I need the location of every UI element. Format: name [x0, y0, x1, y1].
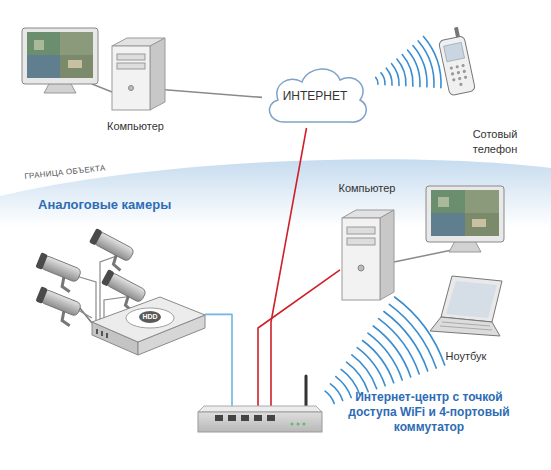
- cable-link: [165, 90, 262, 98]
- tower-side: [380, 210, 394, 300]
- wave-path: [368, 59, 440, 83]
- router-icon: [198, 376, 322, 432]
- dvr-node: HDD: [92, 297, 205, 355]
- laptop-base: [430, 317, 500, 336]
- cable-link: [258, 270, 340, 412]
- dvr-port: [96, 329, 98, 334]
- lan-port: [254, 415, 262, 421]
- monitor-bezel: [426, 186, 504, 242]
- hdd-hub: [139, 311, 161, 323]
- phone-icon: [436, 26, 475, 96]
- phone-key: [462, 69, 466, 73]
- screen-view: [465, 190, 499, 213]
- phone-key: [461, 64, 465, 68]
- router-top: [198, 406, 322, 412]
- dvr-port: [106, 333, 108, 338]
- node-label: Сотовый телефон: [466, 127, 524, 157]
- computer-node: Компьютер: [110, 38, 165, 112]
- screen-view: [431, 190, 465, 213]
- status-led: [303, 423, 306, 426]
- drive-bay: [347, 227, 375, 234]
- hdd-disc: [126, 308, 174, 328]
- phone-key: [451, 72, 455, 76]
- router-front: [198, 412, 322, 432]
- node-label: Компьютер: [98, 120, 173, 133]
- power-button: [129, 86, 134, 91]
- drive-bay: [117, 54, 145, 60]
- camera-icon: [32, 286, 83, 327]
- phone-key: [464, 75, 468, 79]
- lan-port: [241, 415, 249, 421]
- cable-link: [205, 314, 232, 412]
- dvr-port: [101, 331, 103, 336]
- power-button: [358, 265, 364, 271]
- node-label: Ноутбук: [430, 350, 502, 363]
- router-node: Интернет-центр с точкой доступа WiFi и 4…: [198, 412, 322, 432]
- status-led: [291, 423, 294, 426]
- screen-detail: [472, 219, 486, 227]
- computer-tower: [342, 210, 394, 300]
- phone-key: [449, 66, 453, 70]
- laptop-screen: [446, 281, 497, 318]
- phone-node: Сотовый телефон: [440, 33, 474, 99]
- dvr-top: [92, 297, 205, 342]
- camera-group: Аналоговые камеры: [32, 222, 150, 300]
- drive-bay: [117, 63, 145, 69]
- monitor-cable: [92, 84, 112, 92]
- laptop-icon: [430, 276, 502, 336]
- node-label: Интернет-центр с точкой доступа WiFi и 4…: [331, 390, 527, 435]
- drive-bay: [347, 238, 375, 245]
- laptop-lid: [441, 276, 502, 322]
- wan-port: [267, 415, 275, 421]
- node-label: Аналоговые камеры: [38, 197, 171, 212]
- screen-view: [60, 32, 93, 55]
- monitor-icon: [22, 28, 112, 93]
- monitor-icon: [394, 186, 504, 262]
- screen-detail: [438, 197, 449, 207]
- camera-icon: [84, 228, 135, 272]
- phone-key: [455, 65, 459, 69]
- camera-icon: [32, 252, 83, 293]
- computer-tower: [112, 38, 165, 110]
- phone-key: [458, 77, 462, 81]
- node-label: ИНТЕРНЕТ: [262, 89, 368, 103]
- internet-cloud: ИНТЕРНЕТ: [262, 60, 368, 128]
- object-boundary-band: [0, 159, 551, 470]
- cable-link: [271, 128, 307, 412]
- screen-view: [27, 32, 60, 55]
- tower-front: [112, 46, 150, 110]
- computer-node: Компьютер: [340, 210, 394, 302]
- tower-side: [150, 38, 165, 110]
- dvr-box: [92, 297, 205, 355]
- keyboard-row: [440, 326, 492, 330]
- phone-body: [438, 36, 475, 96]
- wireless-link: [368, 36, 441, 87]
- monitor-bezel: [22, 28, 98, 84]
- node-label: HDD: [138, 313, 162, 321]
- screen-detail: [34, 40, 44, 50]
- node-label: Компьютер: [330, 182, 404, 195]
- router-antenna: [305, 376, 308, 408]
- phone-key: [457, 71, 461, 75]
- monitor-cable: [394, 250, 452, 262]
- screen-view: [60, 55, 93, 78]
- screen-detail: [68, 60, 82, 68]
- lan-port: [228, 415, 236, 421]
- phone-key: [459, 82, 463, 86]
- phone-screen: [444, 42, 465, 61]
- camera-cable: [78, 310, 92, 318]
- screen-view: [465, 213, 499, 236]
- tower-front: [342, 218, 380, 300]
- phone-key: [452, 78, 456, 82]
- laptop-node: Ноутбук: [430, 274, 502, 340]
- lan-port: [215, 415, 223, 421]
- monitor-stand: [449, 241, 481, 252]
- screen-view: [27, 55, 60, 78]
- screen-view: [431, 213, 465, 236]
- status-led: [297, 423, 300, 426]
- keyboard-row: [442, 322, 490, 326]
